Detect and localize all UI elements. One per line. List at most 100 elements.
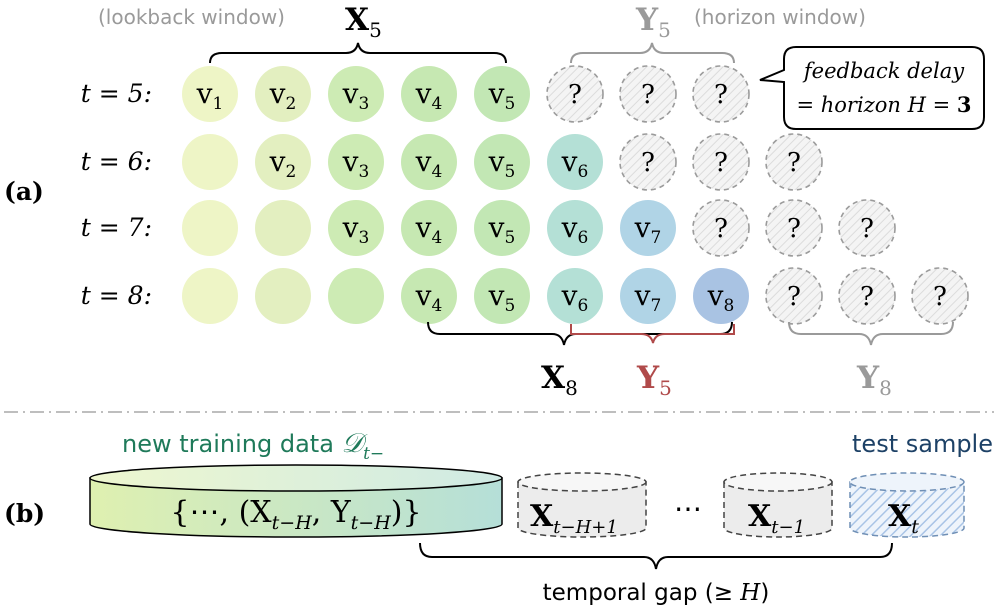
value-label: v2 (269, 77, 297, 114)
training-set-expression: {⋯, (Xt−H, Yt−H)} (170, 495, 421, 534)
unknown-value-circle (765, 199, 823, 257)
value-label: v4 (415, 211, 443, 248)
horizon-brace-top (570, 42, 735, 64)
y5-bracket (570, 324, 735, 344)
callout-line2: = horizon H = 3 (796, 92, 971, 117)
value-label: v3 (342, 145, 370, 182)
value-circle (328, 134, 384, 190)
panel-a-label: (a) (4, 177, 44, 206)
value-circle (401, 200, 457, 256)
unknown-mark: ? (714, 80, 728, 110)
y8-label: Y8 (856, 360, 892, 400)
row-time-label: t = 7: (81, 213, 152, 242)
feedback-delay-callout: feedback delay = horizon H = 3 (759, 46, 985, 130)
panel-b-label: (b) (4, 499, 45, 528)
value-circle (182, 268, 238, 324)
gap-sample-cylinder-1: Xt−H+1 (517, 472, 647, 538)
unknown-mark: ? (933, 282, 947, 312)
y5-label-bottom: Y5 (636, 360, 672, 400)
value-label: v6 (561, 145, 589, 182)
unknown-mark: ? (641, 148, 655, 178)
y8-brace (788, 321, 954, 346)
value-label: v4 (415, 145, 443, 182)
value-circle (620, 200, 676, 256)
value-label: v8 (707, 279, 735, 316)
unknown-value-circle (692, 65, 750, 123)
value-label: v6 (561, 211, 589, 248)
row-time-label: t = 8: (81, 281, 152, 310)
gap-sample-cylinder-2: Xt−1 (723, 472, 833, 538)
lookback-brace (209, 42, 507, 64)
ellipsis: ⋯ (674, 492, 702, 525)
value-circle (474, 200, 530, 256)
value-circle (474, 134, 530, 190)
value-circle (255, 268, 311, 324)
value-circle (182, 66, 238, 122)
value-circle (255, 66, 311, 122)
unknown-mark: ? (860, 214, 874, 244)
x5-label: X5 (345, 2, 382, 42)
value-label: v1 (196, 77, 224, 114)
unknown-mark: ? (787, 148, 801, 178)
gap-sample-1-label: Xt−H+1 (530, 499, 618, 538)
value-circle (547, 134, 603, 190)
row-time-label: t = 6: (81, 147, 152, 176)
temporal-gap-brace (419, 542, 893, 570)
value-circle (401, 268, 457, 324)
value-circle (547, 268, 603, 324)
unknown-mark: ? (714, 214, 728, 244)
value-label: v3 (342, 211, 370, 248)
value-label: v4 (415, 77, 443, 114)
value-label: v5 (488, 77, 516, 114)
test-caption: test sample (852, 430, 993, 458)
unknown-mark: ? (860, 282, 874, 312)
unknown-mark: ? (787, 214, 801, 244)
value-label: v3 (342, 77, 370, 114)
unknown-value-circle (911, 267, 969, 325)
value-label: v5 (488, 211, 516, 248)
test-sample-cylinder: Xt (849, 472, 965, 538)
value-circle (328, 66, 384, 122)
unknown-value-circle (765, 267, 823, 325)
unknown-mark: ? (568, 80, 582, 110)
value-circle (547, 200, 603, 256)
training-data-cylinder: {⋯, (Xt−H, Yt−H)} (89, 464, 503, 538)
value-circle (474, 268, 530, 324)
gap-sample-2-label: Xt−1 (748, 499, 805, 538)
unknown-value-circle (692, 133, 750, 191)
value-label: v4 (415, 279, 443, 316)
unknown-value-circle (619, 133, 677, 191)
value-circle (255, 200, 311, 256)
unknown-mark: ? (641, 80, 655, 110)
value-label: v7 (634, 211, 662, 248)
row-time-label: t = 5: (81, 79, 152, 108)
y5-label-top: Y5 (635, 2, 671, 42)
value-circle (182, 134, 238, 190)
value-label: v6 (561, 279, 589, 316)
callout-line1: feedback delay (802, 59, 965, 83)
value-label: v5 (488, 145, 516, 182)
value-circle (182, 200, 238, 256)
test-sample-label: Xt (888, 499, 919, 538)
train-caption: new training data 𝒟t− (122, 428, 384, 464)
value-circle (620, 268, 676, 324)
value-circle (255, 134, 311, 190)
unknown-mark: ? (787, 282, 801, 312)
value-circle (328, 200, 384, 256)
temporal-gap-caption: temporal gap (≥ H) (543, 580, 770, 606)
value-label: v7 (634, 279, 662, 316)
value-circle (693, 268, 749, 324)
value-circle (328, 268, 384, 324)
unknown-value-circle (765, 133, 823, 191)
unknown-value-circle (838, 199, 896, 257)
value-circle (401, 66, 457, 122)
unknown-mark: ? (714, 148, 728, 178)
unknown-value-circle (692, 199, 750, 257)
value-label: v5 (488, 279, 516, 316)
x8-label: X8 (541, 360, 578, 400)
unknown-value-circle (546, 65, 604, 123)
unknown-value-circle (619, 65, 677, 123)
value-circle (474, 66, 530, 122)
